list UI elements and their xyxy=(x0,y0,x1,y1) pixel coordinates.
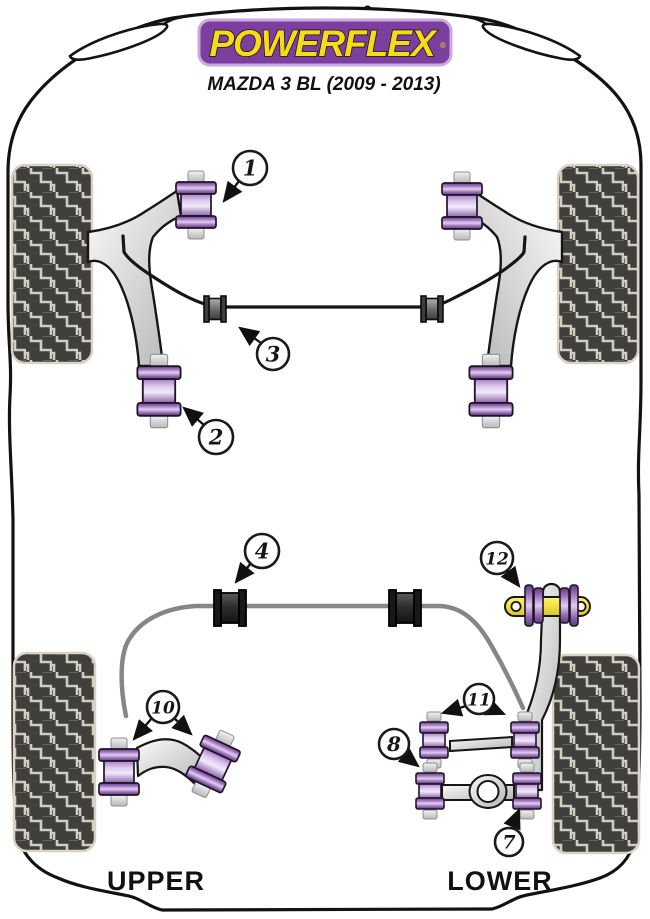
tire-front-left xyxy=(10,163,94,365)
callout-2-num: 2 xyxy=(208,425,224,450)
callout-11: 11 xyxy=(440,682,507,717)
callout-10: 10 xyxy=(132,689,193,741)
callout-2: 2 xyxy=(182,406,235,456)
brand-logo: POWERFLEX ® xyxy=(197,18,453,67)
callout-1: 1 xyxy=(222,149,269,203)
callout-7-num: 7 xyxy=(502,832,515,854)
callout-3-num: 3 xyxy=(266,342,281,367)
front-anti-roll-bar xyxy=(121,234,527,309)
front-arb-bush-left xyxy=(203,295,227,323)
trailing-arm-front-bush xyxy=(504,584,591,627)
front-arb-bush-right xyxy=(420,295,444,323)
callout-3: 3 xyxy=(238,326,291,372)
rear-upper-bush-outer xyxy=(98,737,140,807)
front-upper-bush-right xyxy=(441,171,483,241)
lower-link-bar xyxy=(441,774,515,809)
model-title: MAZDA 3 BL (2009 - 2013) xyxy=(207,74,440,95)
headlight-left xyxy=(68,16,182,61)
callout-12: 12 xyxy=(479,540,521,588)
rear-anti-roll-bar xyxy=(119,603,526,719)
car-body-outline xyxy=(6,6,643,912)
brand-registered-mark: ® xyxy=(440,41,446,50)
brand-logo-text: POWERFLEX xyxy=(209,23,438,64)
headlight-right xyxy=(468,16,582,61)
rear-arb-bush-left xyxy=(213,589,247,627)
front-arm-left xyxy=(86,189,183,368)
tire-rear-right xyxy=(551,653,641,855)
front-lower-bush-right xyxy=(468,353,514,429)
label-upper: UPPER xyxy=(107,866,205,896)
callout-4-num: 4 xyxy=(255,539,270,564)
tire-front-right xyxy=(556,163,640,365)
callout-12-num: 12 xyxy=(485,550,509,570)
bonnet-tick xyxy=(363,5,372,10)
callout-11-num: 11 xyxy=(467,691,491,711)
callout-8-num: 8 xyxy=(386,732,401,756)
callout-7: 7 xyxy=(493,807,525,858)
callout-1-num: 1 xyxy=(243,156,258,181)
callout-8: 8 xyxy=(377,727,420,768)
callout-10-num: 10 xyxy=(151,699,175,719)
upper-link-bush-outer xyxy=(419,711,449,769)
front-upper-bush-left xyxy=(175,170,217,240)
tire-rear-left xyxy=(12,651,97,853)
rear-arb-bush-right xyxy=(388,589,422,627)
front-lower-bush-left xyxy=(136,353,182,429)
upper-link-bar xyxy=(449,735,513,753)
callout-4: 4 xyxy=(234,532,281,584)
front-arm-right xyxy=(467,189,564,368)
lower-link-bush-outer xyxy=(415,762,445,820)
label-lower: LOWER xyxy=(447,866,553,896)
